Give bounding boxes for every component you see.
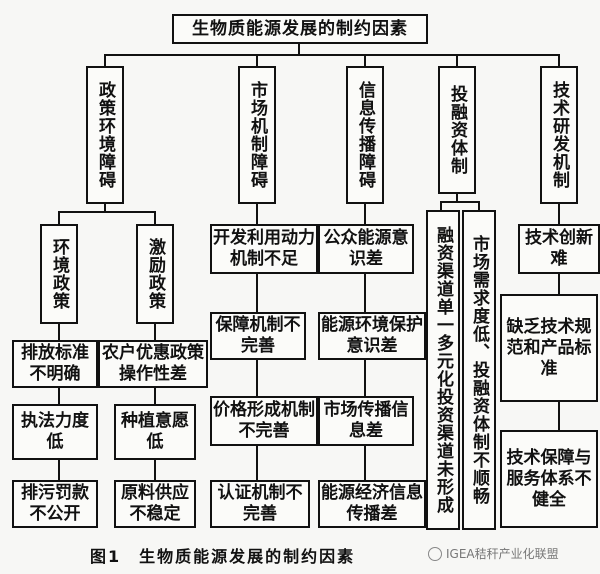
figure-caption: 图1 生物质能源发展的制约因素 bbox=[90, 543, 355, 567]
category-info: 信息传播障碍 bbox=[346, 66, 384, 204]
connector bbox=[154, 322, 156, 340]
connector bbox=[364, 54, 366, 68]
wechat-icon bbox=[428, 546, 442, 561]
env-item: 排放标准不明确 bbox=[12, 340, 98, 388]
connector bbox=[154, 458, 156, 480]
connector bbox=[558, 202, 560, 224]
connector bbox=[364, 202, 366, 224]
connector bbox=[456, 54, 458, 68]
policy-env: 环境政策 bbox=[40, 224, 78, 324]
market-item: 认证机制不完善 bbox=[210, 480, 310, 528]
finance-item: 融资渠道单一多元化投资渠道未形成 bbox=[426, 210, 460, 530]
category-market: 市场机制障碍 bbox=[238, 66, 276, 204]
connector bbox=[558, 400, 560, 430]
connector bbox=[104, 54, 560, 56]
connector bbox=[256, 54, 258, 68]
connector bbox=[364, 358, 366, 396]
connector bbox=[58, 458, 60, 480]
connector bbox=[104, 202, 106, 212]
connector bbox=[440, 201, 442, 210]
connector bbox=[256, 202, 258, 224]
category-policy: 政策环境障碍 bbox=[86, 66, 124, 204]
info-item: 公众能源意识差 bbox=[318, 224, 414, 274]
connector bbox=[58, 322, 60, 340]
connector bbox=[58, 211, 156, 213]
incentive-item: 种植意愿低 bbox=[114, 404, 196, 460]
figure-title: 生物质能源发展的制约因素 bbox=[139, 547, 356, 566]
connector bbox=[456, 192, 458, 202]
connector bbox=[558, 54, 560, 68]
connector bbox=[364, 444, 366, 480]
connector bbox=[558, 272, 560, 294]
market-item: 保障机制不完善 bbox=[210, 312, 306, 360]
category-tech: 技术研发机制 bbox=[540, 66, 578, 204]
connector bbox=[478, 201, 480, 210]
connector bbox=[104, 54, 106, 68]
category-finance: 投融资体制 bbox=[438, 66, 476, 194]
tech-item: 技术保障与服务体系不健全 bbox=[500, 430, 598, 528]
connector bbox=[58, 211, 60, 224]
connector bbox=[364, 272, 366, 312]
connector bbox=[256, 272, 258, 312]
connector bbox=[440, 201, 480, 203]
watermark: IGEA秸秆产业化联盟 bbox=[428, 545, 559, 562]
connector bbox=[154, 386, 156, 404]
policy-incentive: 激励政策 bbox=[136, 224, 174, 324]
incentive-item: 农户优惠政策操作性差 bbox=[98, 340, 208, 388]
connector bbox=[58, 386, 60, 404]
market-item: 开发利用动力机制不足 bbox=[210, 224, 318, 274]
market-item: 价格形成机制不完善 bbox=[210, 396, 318, 446]
connector bbox=[256, 358, 258, 396]
figure-number: 图1 bbox=[90, 547, 122, 566]
watermark-text: IGEA秸秆产业化联盟 bbox=[446, 547, 559, 561]
info-item: 能源经济信息传播差 bbox=[318, 480, 426, 528]
env-item: 排污罚款不公开 bbox=[12, 480, 98, 528]
incentive-item: 原料供应不稳定 bbox=[114, 480, 196, 528]
info-item: 市场传播信息差 bbox=[318, 396, 414, 446]
connector bbox=[154, 211, 156, 224]
connector bbox=[298, 42, 300, 54]
env-item: 执法力度低 bbox=[12, 404, 98, 460]
root-node: 生物质能源发展的制约因素 bbox=[172, 14, 428, 44]
connector bbox=[256, 444, 258, 480]
info-item: 能源环境保护意识差 bbox=[318, 312, 426, 360]
tech-item: 缺乏技术规范和产品标准 bbox=[500, 294, 598, 402]
finance-item: 市场需求度低、投融资体制不顺畅 bbox=[462, 210, 496, 530]
tech-item: 技术创新难 bbox=[518, 224, 600, 274]
